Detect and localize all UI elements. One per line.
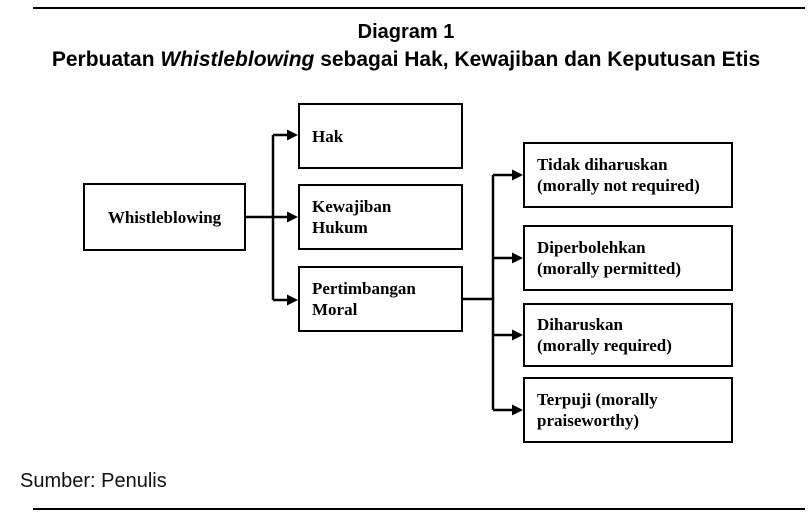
arrowhead-terpuji	[512, 404, 523, 416]
node-diharuskan-line2: (morally required)	[537, 336, 672, 355]
diagram-title: Perbuatan Whistleblowing sebagai Hak, Ke…	[0, 46, 812, 74]
node-pertimbangan-moral: Pertimbangan Moral	[298, 266, 463, 332]
diagram-title-prefix: Perbuatan	[51, 48, 161, 71]
node-terpuji-line1: Terpuji (morally	[537, 390, 658, 409]
node-diharuskan-line1: Diharuskan	[537, 315, 623, 334]
diagram-number-text: Diagram 1	[357, 21, 455, 43]
arrowhead-diperbolehkan	[512, 252, 523, 264]
node-terpuji: Terpuji (morally praiseworthy)	[523, 377, 733, 443]
diagram-title-italic: Whistleblowing	[160, 48, 315, 71]
title-block: Diagram 1 Perbuatan Whistleblowing sebag…	[0, 19, 812, 74]
top-rule	[33, 7, 805, 9]
arrowhead-pertimbangan	[287, 294, 298, 306]
node-kewajiban-hukum-line2: Hukum	[312, 218, 368, 237]
source-caption: Sumber: Penulis	[20, 470, 167, 493]
arrowhead-diharuskan	[512, 329, 523, 341]
node-kewajiban-hukum-line1: Kewajiban	[312, 197, 392, 216]
node-diperbolehkan-line1: Diperbolehkan	[537, 238, 646, 257]
node-tidak-diharuskan-line1: Tidak diharuskan	[537, 155, 668, 174]
diagram-title-suffix: sebagai Hak, Kewajiban dan Keputusan Eti…	[314, 48, 761, 71]
node-whistleblowing: Whistleblowing	[83, 183, 246, 251]
arrowhead-hak	[287, 129, 298, 141]
node-kewajiban-hukum: Kewajiban Hukum	[298, 184, 463, 250]
node-hak-label: Hak	[312, 126, 344, 146]
arrowhead-tidak-diharuskan	[512, 169, 523, 181]
source-caption-text: Sumber: Penulis	[20, 470, 167, 492]
node-whistleblowing-label: Whistleblowing	[107, 207, 222, 227]
node-hak: Hak	[298, 103, 463, 169]
node-diharuskan: Diharuskan (morally required)	[523, 303, 733, 367]
node-diperbolehkan-line2: (morally permitted)	[537, 259, 681, 278]
node-tidak-diharuskan-line2: (morally not required)	[537, 176, 700, 195]
node-terpuji-line2: praiseworthy)	[537, 411, 639, 430]
arrowhead-kewajiban	[287, 211, 298, 223]
node-pertimbangan-moral-line2: Moral	[312, 300, 358, 319]
node-tidak-diharuskan: Tidak diharuskan (morally not required)	[523, 142, 733, 208]
node-diperbolehkan: Diperbolehkan (morally permitted)	[523, 225, 733, 291]
diagram-number-title: Diagram 1	[0, 19, 812, 46]
bottom-rule	[33, 508, 805, 510]
node-pertimbangan-moral-line1: Pertimbangan	[312, 279, 416, 298]
